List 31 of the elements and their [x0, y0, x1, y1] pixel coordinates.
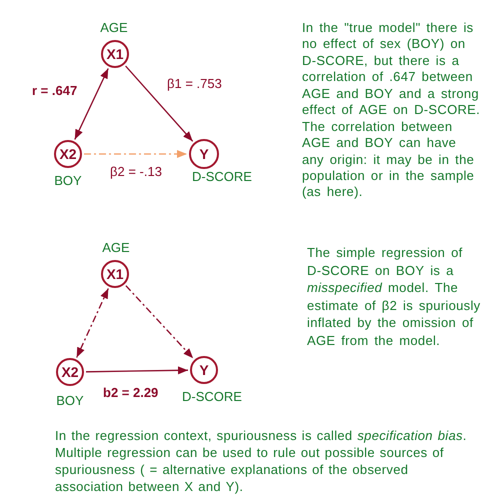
edge-label: b2 = 2.29: [103, 386, 158, 401]
double-headed-arrow: [74, 68, 109, 140]
explanation-text: In the regression context, spuriousness is called specification bias. Multiple regression can be used to rule out possible sources of spuriousness ( = alternative explanations of the observed association between X and Y).: [55, 427, 468, 495]
variable-symbol: Y: [199, 147, 209, 161]
variable-circle: [56, 358, 84, 386]
variable-name: D-SCORE: [192, 170, 252, 185]
variable-symbol: X1: [106, 47, 124, 61]
variable-name: BOY: [54, 174, 82, 189]
variable-symbol: X2: [61, 365, 79, 379]
arrow: [84, 150, 187, 158]
variable-symbol: X2: [59, 147, 77, 161]
variable-name: AGE: [100, 21, 128, 36]
explanation-text: The simple regression of D-SCORE on BOY is a misspecified model. The estimate of β2 is spuriously inflated by the omission of AGE from the model.: [307, 244, 482, 350]
arrow: [125, 66, 194, 142]
variable-circle: [101, 260, 129, 288]
edge-label: β2 = -.13: [110, 165, 162, 180]
variable-circle: [54, 140, 82, 168]
explanation-text: In the "true model" there is no effect of sex (BOY) on D-SCORE, but there is a correlation of .647 between AGE and BOY and a strong effect of AGE on D-SCORE. The correlation between AGE and BOY can have any origin: it may be in the population or in the sample (as here).: [302, 20, 482, 201]
variable-circle: [190, 356, 218, 384]
variable-name: BOY: [56, 394, 84, 409]
variable-circle: [189, 139, 219, 169]
variable-circle: [101, 40, 129, 68]
arrow: [125, 285, 194, 359]
double-headed-arrow: [76, 288, 109, 358]
variable-name: AGE: [102, 241, 130, 256]
edge-label: β1 = .753: [167, 77, 222, 92]
edge-label: r = .647: [32, 84, 78, 99]
variable-symbol: X1: [106, 267, 124, 281]
variable-symbol: Y: [199, 363, 209, 377]
arrow: [86, 366, 188, 374]
variable-name: D-SCORE: [182, 390, 242, 405]
